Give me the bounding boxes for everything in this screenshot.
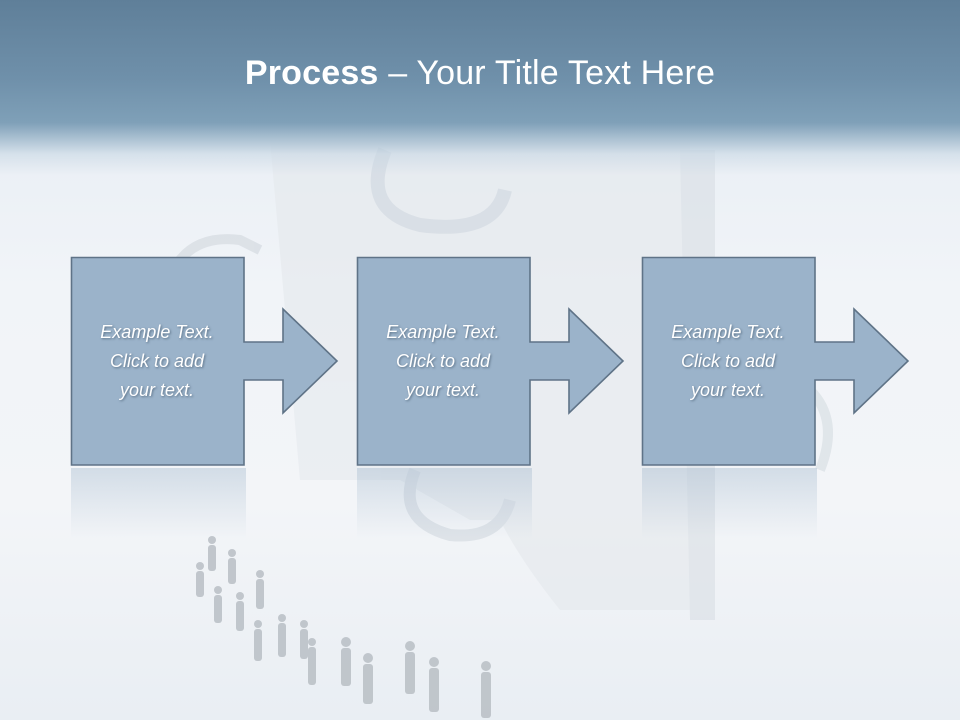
title-rest-text: – Your Title Text Here: [378, 54, 716, 92]
step-1-arrow-shape: [70, 256, 339, 466]
step-1-text[interactable]: Example Text. Click to add your text.: [100, 321, 214, 400]
title-header-band: [0, 0, 960, 175]
title-bold-text: Process: [244, 54, 379, 92]
step-3-text[interactable]: Example Text. Click to add your text.: [671, 321, 785, 400]
step-2-text[interactable]: Example Text. Click to add your text.: [386, 321, 500, 400]
step-2-reflection: [357, 468, 532, 538]
slide-title[interactable]: Process – Your Title Text Here: [0, 54, 960, 93]
process-step-3[interactable]: Example Text. Click to add your text.: [641, 256, 960, 467]
crowd-figures: [196, 536, 491, 718]
process-step-1[interactable]: Example Text. Click to add your text.: [70, 256, 416, 467]
process-step-2[interactable]: Example Text. Click to add your text.: [356, 256, 702, 467]
step-3-reflection: [642, 468, 817, 538]
step-1-reflection: [71, 468, 246, 538]
step-3-arrow-shape: [641, 256, 910, 466]
step-2-arrow-shape: [356, 256, 625, 466]
